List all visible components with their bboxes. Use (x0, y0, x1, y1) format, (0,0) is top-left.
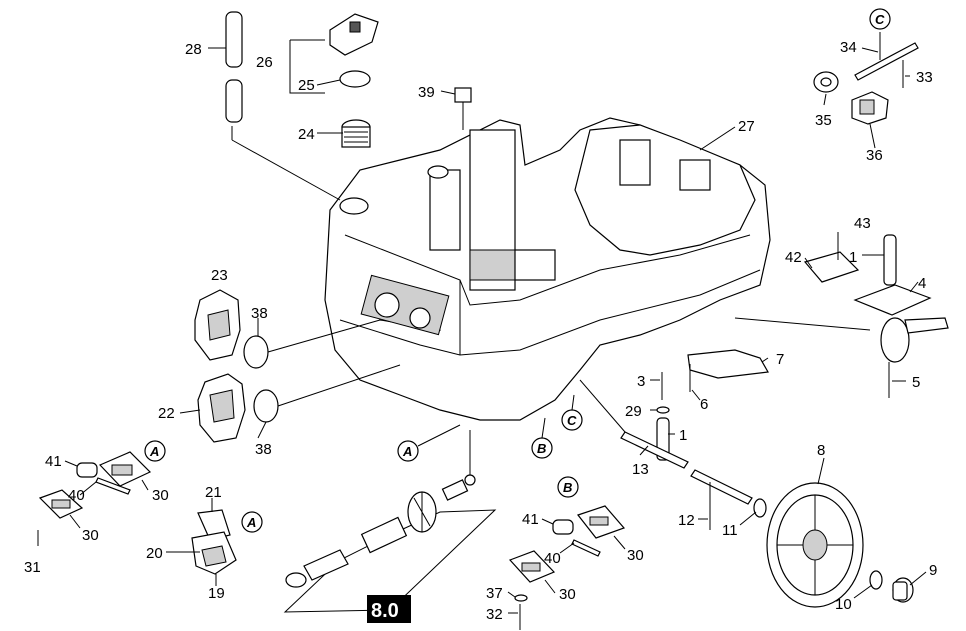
housing-body (324, 117, 771, 421)
label-1-lower: 1 (679, 427, 687, 444)
plate-30-upper-left (98, 451, 152, 487)
label-40-mid: 40 (544, 550, 561, 567)
wheel-35 (813, 71, 839, 93)
label-5: 5 (912, 374, 920, 391)
label-24: 24 (298, 126, 315, 143)
plate-30-upper-mid (577, 505, 626, 539)
svg-text:C: C (875, 12, 885, 27)
label-6: 6 (700, 396, 708, 413)
ring-38-upper (243, 335, 269, 369)
callout-a-left: A (144, 440, 166, 462)
callout-b-lower: B (557, 476, 579, 498)
label-10: 10 (835, 596, 852, 613)
callout-c-main: C (561, 394, 583, 431)
svg-text:8.0: 8.0 (371, 600, 399, 622)
part-labels: 28 26 25 24 39 27 23 38 22 38 34 33 35 3… (24, 39, 937, 623)
svg-text:B: B (537, 441, 546, 456)
label-27: 27 (738, 118, 755, 135)
cap-26 (329, 13, 379, 56)
callout-a-bracket: A (241, 511, 263, 533)
bushing-41-left (76, 462, 98, 478)
svg-text:A: A (402, 444, 412, 459)
tube-28 (208, 11, 243, 123)
label-41-mid: 41 (522, 511, 539, 528)
label-4: 4 (918, 275, 926, 292)
bushing-41-mid (552, 519, 574, 535)
pump-assembly-8-0 (283, 430, 497, 613)
ring-38-lower (253, 389, 279, 423)
handle-7 (687, 349, 769, 379)
washer-10 (869, 570, 883, 590)
plate-30-lower-mid (508, 550, 556, 583)
label-25: 25 (298, 77, 315, 94)
label-30-upper-left: 30 (152, 487, 169, 504)
label-9: 9 (929, 562, 937, 579)
label-23: 23 (211, 267, 228, 284)
washer-37 (514, 594, 528, 602)
label-37: 37 (486, 585, 503, 602)
label-11: 11 (722, 522, 738, 539)
shaft-11 (690, 469, 753, 505)
label-30-lower-mid: 30 (559, 586, 576, 603)
cover-23 (194, 289, 241, 361)
bracket-36 (851, 91, 889, 125)
bracket-19 (191, 531, 237, 575)
label-42: 42 (785, 249, 802, 266)
cover-22 (197, 373, 246, 443)
label-3: 3 (637, 373, 645, 390)
label-1-upper: 1 (849, 249, 857, 266)
label-30-upper-mid: 30 (627, 547, 644, 564)
axle-34 (854, 32, 919, 81)
svg-text:C: C (567, 413, 577, 428)
label-21: 21 (205, 484, 222, 501)
callout-a-main: A (397, 424, 461, 462)
label-36: 36 (866, 147, 883, 164)
callout-b-main: B (531, 417, 553, 459)
label-43: 43 (854, 215, 871, 232)
label-19: 19 (208, 585, 225, 602)
filter-24 (341, 119, 371, 148)
leader-lines (64, 47, 927, 614)
pin-40-mid (571, 539, 601, 557)
label-32: 32 (486, 606, 503, 623)
label-8: 8 (817, 442, 825, 459)
clip-39 (454, 87, 472, 130)
label-26: 26 (256, 54, 273, 71)
label-13: 13 (632, 461, 649, 478)
label-22: 22 (158, 405, 175, 422)
label-41-left: 41 (45, 453, 62, 470)
label-39: 39 (418, 84, 435, 101)
label-38-lower: 38 (255, 441, 272, 458)
label-29: 29 (625, 403, 642, 420)
svg-text:B: B (563, 480, 572, 495)
plate-42 (803, 251, 860, 283)
label-40-left: 40 (68, 487, 85, 504)
label-38-upper: 38 (251, 305, 268, 322)
svg-text:A: A (149, 444, 159, 459)
label-12: 12 (678, 512, 695, 529)
caster-4 (853, 284, 949, 363)
svg-text:A: A (246, 515, 256, 530)
label-35: 35 (815, 112, 832, 129)
wheel-8 (766, 482, 864, 608)
plate-30-lower-left (38, 489, 84, 519)
label-7: 7 (776, 351, 784, 368)
label-20: 20 (146, 545, 163, 562)
post-1-upper (883, 234, 897, 286)
callout-c-top: C (869, 8, 891, 30)
label-33: 33 (916, 69, 933, 86)
ring-25 (339, 70, 371, 88)
label-34: 34 (840, 39, 857, 56)
hubcap-9 (892, 577, 914, 603)
label-30-lower-left: 30 (82, 527, 99, 544)
axle-13 (579, 379, 689, 469)
washer-11 (753, 498, 767, 518)
section-badge: 8.0 (367, 595, 411, 623)
label-28: 28 (185, 41, 202, 58)
washer-29 (656, 406, 670, 414)
label-31: 31 (24, 559, 41, 576)
